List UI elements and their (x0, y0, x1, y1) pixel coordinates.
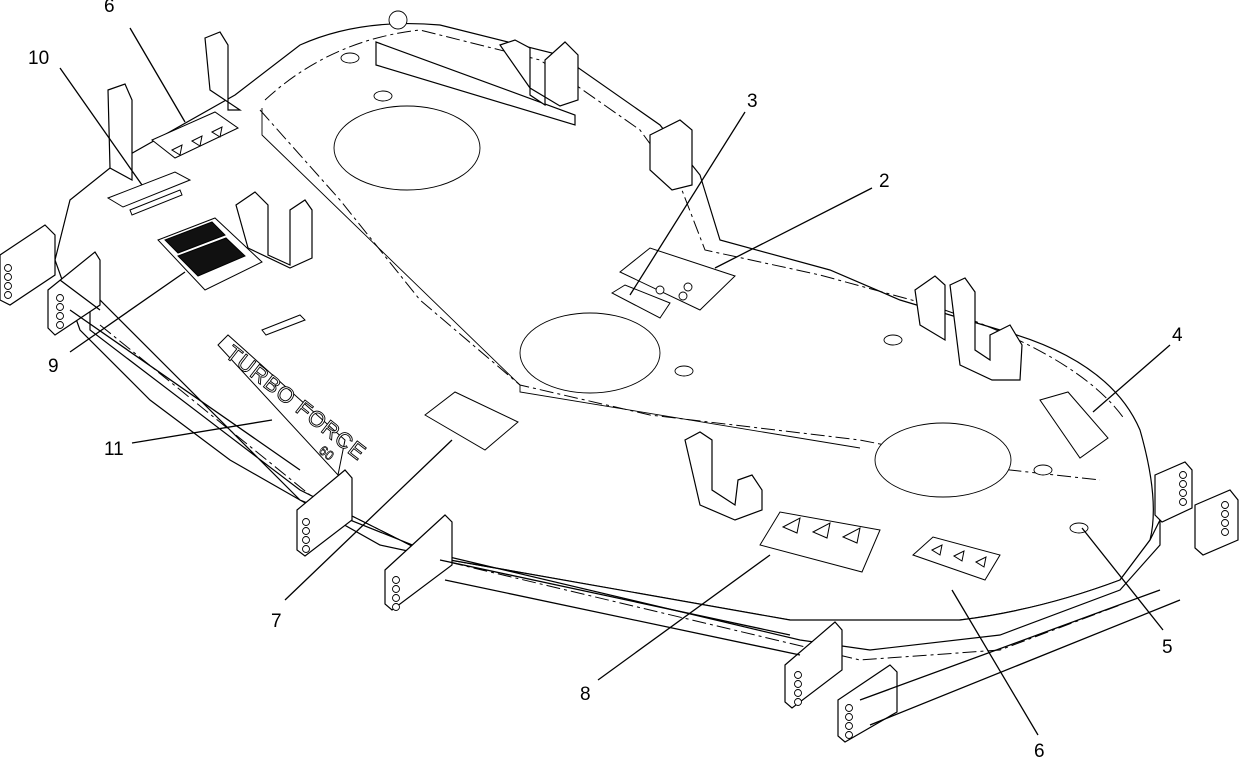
mower-deck (54, 10, 1161, 661)
callout-11: 11 (104, 439, 124, 460)
leader-lines (59, 27, 1171, 736)
callout-5: 5 (1162, 637, 1173, 658)
rear-bracket-top (499, 39, 579, 107)
plug-cap (373, 90, 393, 102)
mounting-brackets (107, 31, 1023, 521)
callout-labels: 6 10 9 11 7 3 2 4 5 8 6 (28, 0, 1183, 762)
height-plate-right-front (837, 664, 898, 743)
callout-10: 10 (28, 48, 49, 69)
front-bumper-bar (59, 279, 301, 471)
callout-9: 9 (48, 356, 59, 377)
decals: TURBO FORCE 60 (106, 111, 1109, 581)
height-plate-front-left (296, 469, 353, 557)
decal-blank-7 (424, 391, 519, 451)
adjust-holes (845, 704, 853, 739)
deck-slot (261, 314, 306, 336)
decal-height-indicator (106, 171, 192, 216)
adjust-holes (1179, 471, 1187, 506)
baffle-strip (375, 41, 576, 126)
decal-triangles-8 (759, 511, 881, 573)
deck-ridge-line (261, 108, 861, 449)
decal-spindle-2 (619, 247, 736, 311)
height-plate-right-lower (1194, 489, 1239, 556)
center-bracket (684, 431, 763, 521)
callout-7: 7 (271, 611, 282, 632)
adjust-holes (1221, 501, 1229, 536)
decal-warning-label (157, 217, 263, 291)
right-side-bracket (914, 275, 946, 342)
upper-right-bracket (649, 119, 693, 191)
side-bracket-left (107, 83, 133, 182)
plug-cap (674, 365, 694, 377)
callout-6-lower: 6 (1034, 741, 1045, 762)
spindle-opening-left (333, 105, 481, 191)
spindle-opening-right (874, 422, 1012, 498)
deflector-mount (235, 191, 313, 269)
adjust-holes (392, 576, 400, 611)
decal-triangles-upper (151, 111, 239, 159)
spindle-opening-center (519, 312, 661, 394)
callout-4: 4 (1172, 325, 1183, 346)
decal-spindle-3 (610, 284, 671, 319)
callout-8: 8 (580, 684, 591, 705)
right-bumper-bar (859, 589, 1181, 726)
callout-3: 3 (747, 91, 758, 112)
plug-cap (1033, 464, 1053, 476)
callout-2: 2 (879, 171, 890, 192)
decal-side-4 (1039, 391, 1109, 459)
adjust-holes (4, 264, 12, 299)
plug-cap (883, 334, 903, 346)
right-bracket (949, 277, 1023, 381)
front-bumper-bar (439, 559, 801, 656)
decal-triangles-lower (912, 536, 1001, 581)
height-plate-left-upper (0, 224, 56, 306)
adjust-holes (794, 671, 802, 706)
height-plate-front-center (384, 514, 453, 611)
skirt-lower-edge (99, 324, 1121, 661)
front-skirt (89, 288, 1161, 651)
height-adjust-plates (0, 224, 1239, 743)
top-boss (388, 10, 408, 30)
plug-cap (340, 52, 360, 64)
adjust-holes (56, 294, 64, 329)
callout-6-upper: 6 (104, 0, 115, 17)
rear-bracket-left (204, 31, 242, 111)
deck-upper-plate-edge (264, 29, 1126, 421)
adjust-holes (302, 518, 310, 553)
